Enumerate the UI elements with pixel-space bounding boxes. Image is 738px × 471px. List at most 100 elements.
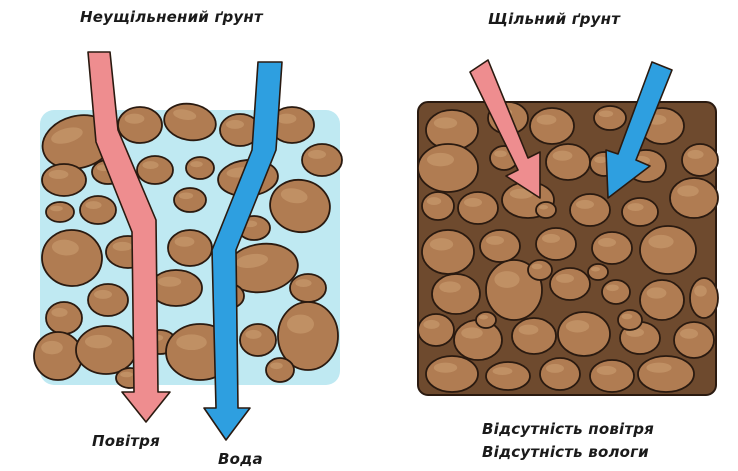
stone-highlight xyxy=(677,185,699,196)
stone-highlight xyxy=(486,236,504,245)
stone-highlight xyxy=(494,150,507,157)
stone-highlight xyxy=(175,237,195,247)
stone-highlight xyxy=(113,242,133,251)
stone-highlight xyxy=(606,284,619,291)
stone-highlight xyxy=(493,367,513,375)
stone-highlight xyxy=(41,341,63,354)
soil-stone xyxy=(640,226,696,274)
soil-stone xyxy=(302,144,342,176)
soil-stone xyxy=(540,358,580,390)
stone-highlight xyxy=(245,330,261,339)
soil-stone xyxy=(640,280,684,320)
stone-highlight xyxy=(576,200,594,209)
stone-highlight xyxy=(556,274,574,283)
dense-soil-title: Щільний ґрунт xyxy=(488,10,620,28)
stone-highlight xyxy=(94,290,112,299)
stone-highlight xyxy=(439,281,461,292)
soil-stone xyxy=(458,192,498,224)
stone-highlight xyxy=(648,235,673,248)
soil-stone xyxy=(476,312,496,328)
soil-stone xyxy=(46,302,82,334)
stone-highlight xyxy=(125,114,145,124)
stone-highlight xyxy=(537,115,557,125)
no-moisture-label: Відсутність вологи xyxy=(482,443,649,461)
stone-highlight xyxy=(190,161,203,167)
stone-highlight xyxy=(49,170,69,179)
soil-stone xyxy=(588,264,608,280)
stone-highlight xyxy=(479,315,488,319)
stone-highlight xyxy=(519,325,539,335)
stone-highlight xyxy=(270,362,283,369)
soil-stone xyxy=(290,274,326,302)
no-air-label: Відсутність повітря xyxy=(482,420,654,438)
soil-stone xyxy=(426,356,478,392)
stone-highlight xyxy=(532,264,543,270)
stone-highlight xyxy=(464,198,482,207)
soil-stone xyxy=(418,314,454,346)
stone-highlight xyxy=(566,320,589,332)
soil-stone xyxy=(432,274,480,314)
stone-highlight xyxy=(694,285,707,296)
soil-stone xyxy=(240,324,276,356)
soil-stone xyxy=(536,202,556,218)
soil-stone xyxy=(546,144,590,180)
soil-stone xyxy=(168,230,212,266)
stone-highlight xyxy=(85,201,101,209)
stone-highlight xyxy=(308,150,326,159)
soil-stone xyxy=(558,312,610,356)
stone-highlight xyxy=(647,287,667,298)
stone-highlight xyxy=(646,363,671,373)
soil-stone xyxy=(46,202,74,222)
soil-stone xyxy=(682,144,718,176)
stone-highlight xyxy=(594,156,607,163)
soil-stone xyxy=(602,280,630,304)
stone-highlight xyxy=(179,192,193,199)
stone-highlight xyxy=(680,329,698,339)
soil-stone xyxy=(418,144,478,192)
soil-stone xyxy=(480,230,520,262)
stone-highlight xyxy=(226,120,244,129)
stone-highlight xyxy=(423,320,439,329)
soil-stone xyxy=(594,106,626,130)
stone-highlight xyxy=(553,151,573,161)
soil-stone xyxy=(690,278,718,318)
stone-highlight xyxy=(461,327,483,338)
stone-highlight xyxy=(546,364,564,373)
soil-stone xyxy=(618,310,642,330)
stone-highlight xyxy=(50,206,63,212)
soil-stone xyxy=(530,108,574,144)
soil-stone xyxy=(670,178,718,218)
soil-stone xyxy=(674,322,714,358)
soil-stone xyxy=(76,326,136,374)
stone-highlight xyxy=(599,110,613,117)
stone-highlight xyxy=(287,315,314,334)
soil-stone xyxy=(512,318,556,354)
soil-stone xyxy=(150,270,202,306)
soil-stone xyxy=(137,156,173,184)
soil-stone xyxy=(422,230,474,274)
soil-stone xyxy=(550,268,590,300)
stone-highlight xyxy=(142,161,158,169)
soil-stone xyxy=(638,356,694,392)
stone-highlight xyxy=(427,197,441,205)
stone-highlight xyxy=(277,114,297,124)
soil-stone xyxy=(536,228,576,260)
stone-highlight xyxy=(434,363,457,373)
soil-stone xyxy=(592,232,632,264)
stone-highlight xyxy=(598,238,616,247)
stone-highlight xyxy=(597,366,617,375)
dense-soil-panel xyxy=(418,60,718,395)
soil-stone xyxy=(422,192,454,220)
stone-highlight xyxy=(434,117,457,128)
stone-highlight xyxy=(158,277,181,287)
soil-stone xyxy=(42,164,86,196)
stone-highlight xyxy=(427,153,454,166)
water-label: Вода xyxy=(218,450,263,468)
soil-stone xyxy=(34,332,82,380)
soil-stone xyxy=(118,107,162,143)
stone-highlight xyxy=(51,308,67,317)
soil-stone xyxy=(174,188,206,212)
stone-highlight xyxy=(430,238,453,250)
loose-soil-panel xyxy=(34,52,342,440)
